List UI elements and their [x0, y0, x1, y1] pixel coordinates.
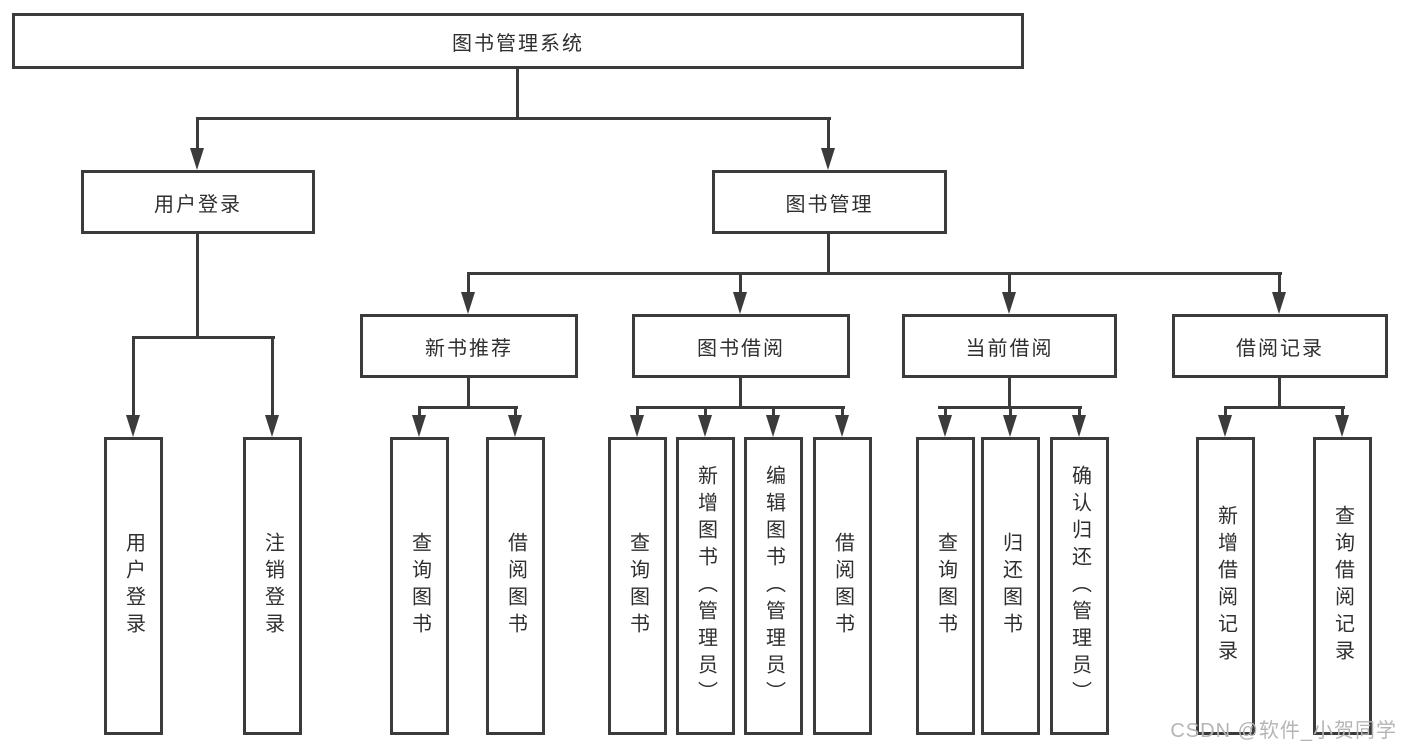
- connector-arrow-bb-borrow: [835, 406, 850, 437]
- connector-arrow-user-login: [190, 117, 205, 170]
- node-book-management: 图书管理: [712, 170, 947, 234]
- leaf-label: 查询图书: [408, 532, 431, 640]
- connector-arrow-current-borrow: [1002, 272, 1017, 314]
- connector-arrow-leaf-user-login: [126, 336, 141, 437]
- node-library-management-system: 图书管理系统: [12, 13, 1024, 69]
- leaf-bb-add-book-admin: 新增图书（管理员）: [676, 437, 735, 735]
- leaf-label: 查询借阅记录: [1331, 505, 1354, 667]
- node-label: 图书管理系统: [452, 32, 584, 55]
- leaf-rec-query-book: 查询图书: [390, 437, 449, 735]
- connector-borrow-record-stem: [1278, 378, 1281, 408]
- connector-arrow-leaf-logout: [265, 336, 280, 437]
- leaf-logout: 注销登录: [243, 437, 302, 735]
- leaf-label: 归还图书: [999, 532, 1022, 640]
- leaf-label: 查询图书: [934, 532, 957, 640]
- connector-user-login-stem: [196, 234, 199, 338]
- connector-borrow-record-rail: [1224, 406, 1345, 409]
- node-label: 新书推荐: [425, 337, 513, 360]
- connector-arrow-rec-query: [412, 406, 427, 437]
- connector-new-book-rec-rail: [418, 406, 518, 409]
- leaf-rec-borrow-book: 借阅图书: [486, 437, 545, 735]
- connector-arrow-cb-confirm: [1072, 406, 1087, 437]
- connector-user-login-rail: [132, 336, 275, 339]
- leaf-label: 新增图书（管理员）: [694, 464, 717, 708]
- leaf-bb-edit-book-admin: 编辑图书（管理员）: [744, 437, 803, 735]
- csdn-watermark: CSDN @软件_小贺同学: [1170, 720, 1397, 742]
- connector-root-rail: [197, 117, 831, 120]
- connector-arrow-bb-edit: [766, 406, 781, 437]
- connector-arrow-br-add: [1218, 406, 1233, 437]
- node-borrowing-records: 借阅记录: [1172, 314, 1388, 378]
- connector-root-stem: [516, 69, 519, 119]
- connector-book-management-stem: [827, 234, 830, 274]
- connector-arrow-new-book-rec: [461, 272, 476, 314]
- leaf-label: 注销登录: [261, 532, 284, 640]
- connector-arrow-br-query: [1335, 406, 1350, 437]
- leaf-cb-return-book: 归还图书: [981, 437, 1040, 735]
- connector-arrow-bb-query: [630, 406, 645, 437]
- leaf-label: 新增借阅记录: [1214, 505, 1237, 667]
- node-book-borrowing: 图书借阅: [632, 314, 850, 378]
- connector-arrow-cb-query: [938, 406, 953, 437]
- leaf-label: 借阅图书: [504, 532, 527, 640]
- leaf-label: 查询图书: [626, 532, 649, 640]
- node-label: 图书管理: [785, 193, 874, 216]
- node-label: 图书借阅: [697, 337, 785, 360]
- node-current-borrowing: 当前借阅: [902, 314, 1117, 378]
- connector-book-management-rail: [467, 272, 1282, 275]
- leaf-label: 借阅图书: [831, 532, 854, 640]
- leaf-cb-query-book: 查询图书: [916, 437, 975, 735]
- leaf-br-add-record: 新增借阅记录: [1196, 437, 1255, 735]
- leaf-bb-borrow-book: 借阅图书: [813, 437, 872, 735]
- connector-new-book-rec-stem: [467, 378, 470, 408]
- leaf-label: 确认归还（管理员）: [1068, 464, 1091, 708]
- connector-arrow-cb-return: [1003, 406, 1018, 437]
- node-label: 用户登录: [154, 193, 242, 216]
- node-new-book-recommendation: 新书推荐: [360, 314, 578, 378]
- leaf-cb-confirm-return-admin: 确认归还（管理员）: [1050, 437, 1109, 735]
- connector-arrow-rec-borrow: [508, 406, 523, 437]
- connector-current-borrow-stem: [1008, 378, 1011, 408]
- node-user-login: 用户登录: [81, 170, 315, 234]
- connector-arrow-book-management: [821, 117, 836, 170]
- connector-book-borrow-rail: [636, 406, 845, 409]
- leaf-label: 编辑图书（管理员）: [762, 464, 785, 708]
- node-label: 当前借阅: [965, 337, 1054, 360]
- leaf-label: 用户登录: [122, 532, 145, 640]
- leaf-br-query-record: 查询借阅记录: [1313, 437, 1372, 735]
- connector-arrow-bb-add: [698, 406, 713, 437]
- connector-arrow-borrow-record: [1272, 272, 1287, 314]
- connector-arrow-book-borrow: [733, 272, 748, 314]
- connector-book-borrow-stem: [739, 378, 742, 408]
- node-label: 借阅记录: [1236, 337, 1324, 360]
- leaf-bb-query-book: 查询图书: [608, 437, 667, 735]
- leaf-user-login: 用户登录: [104, 437, 163, 735]
